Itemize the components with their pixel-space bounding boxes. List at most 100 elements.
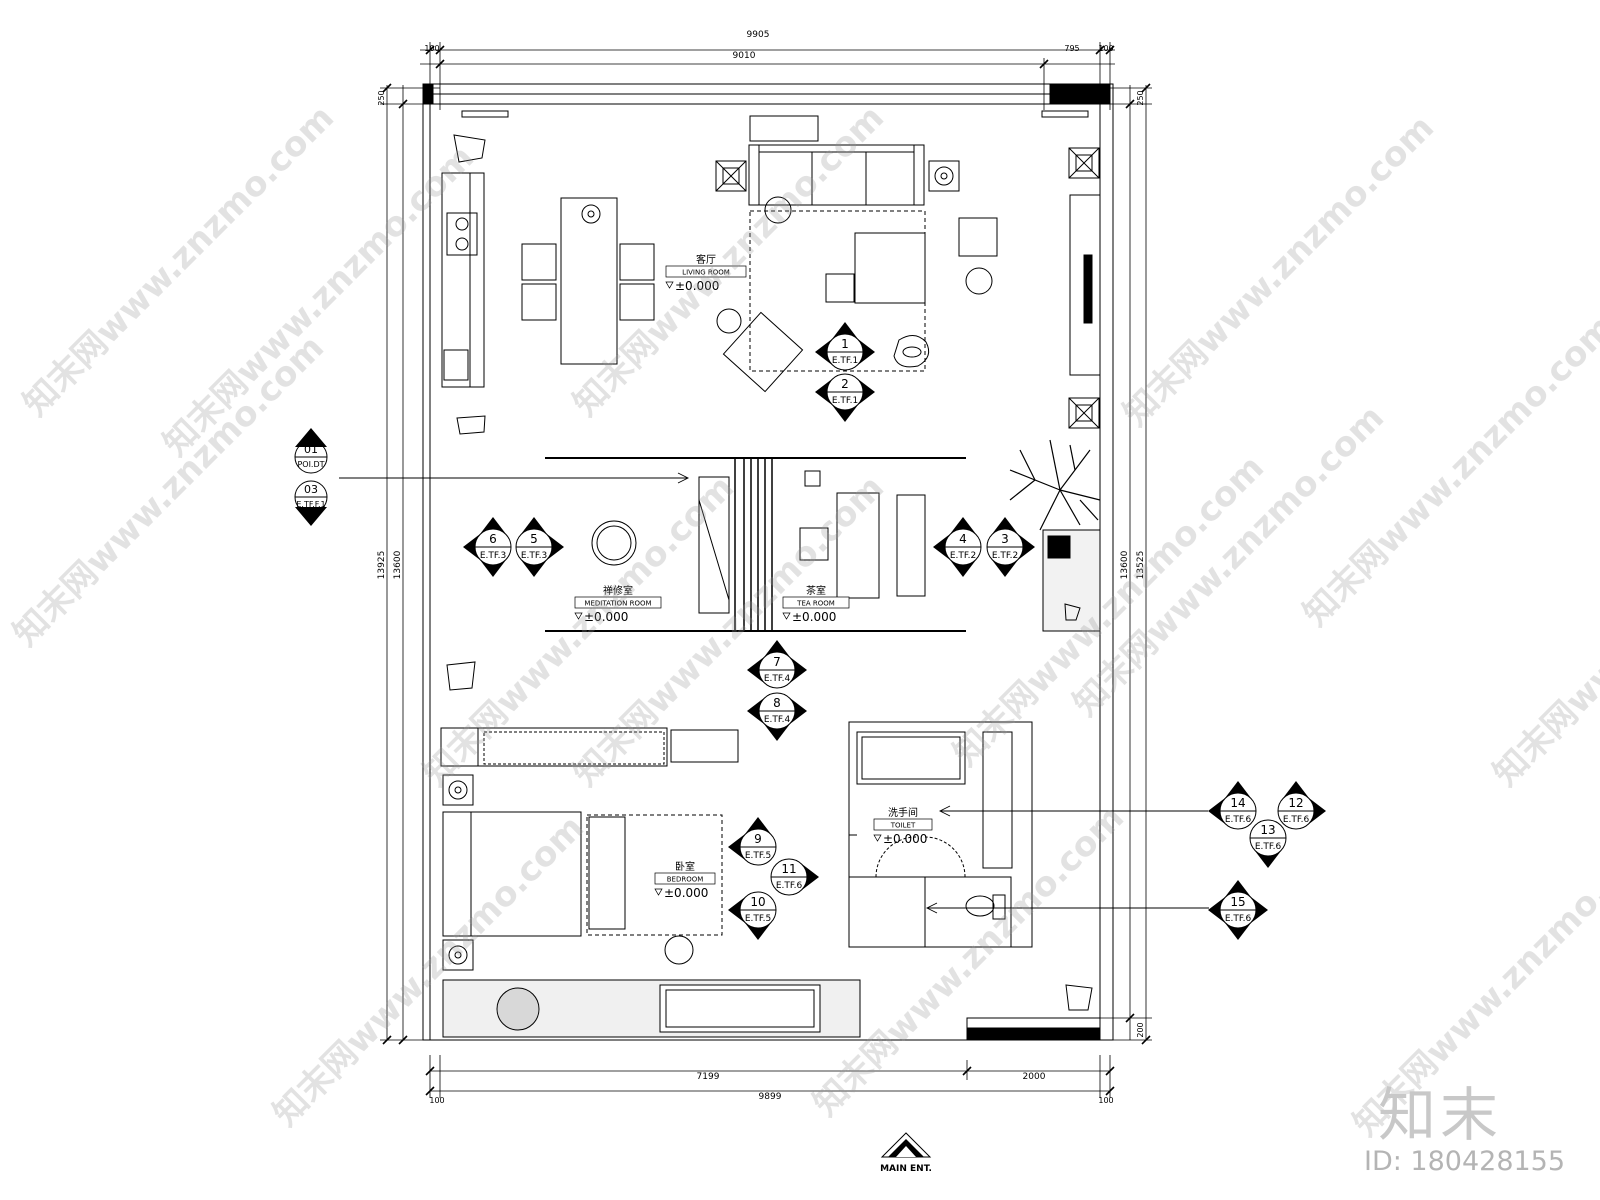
room-name-en: TOILET xyxy=(890,822,916,830)
room-level: ±0.000 xyxy=(664,886,708,900)
room-name-cn: 客厅 xyxy=(696,253,716,266)
dining-table xyxy=(521,197,655,365)
dim-right-bottom: 200 xyxy=(1136,1022,1145,1037)
tree-planter xyxy=(1009,439,1101,632)
dim-bottom-main: 7199 xyxy=(697,1072,720,1082)
elevation-number: 13 xyxy=(1260,823,1275,837)
bedroom-planter xyxy=(442,979,861,1038)
elevation-ref: E.TF.1 xyxy=(832,356,858,366)
elevation-number: 15 xyxy=(1230,895,1245,909)
elevation-ref: E.TF.5 xyxy=(745,914,771,924)
elevation-marker[interactable]: 11E.TF.6 xyxy=(770,858,819,896)
room-name-en: BEDROOM xyxy=(667,876,704,884)
leader-lines xyxy=(339,472,1209,914)
dim-top-right-margin: 100 xyxy=(1098,44,1113,53)
elevation-number: 12 xyxy=(1288,796,1303,810)
dim-bottom-right: 2000 xyxy=(1023,1072,1046,1082)
elevation-ref: E.TF.4 xyxy=(764,715,791,725)
elevation-ref: E.TF.5 xyxy=(745,851,771,861)
dim-top-main: 9010 xyxy=(733,51,756,61)
room-tag: 卧室 BEDROOM ±0.000 xyxy=(654,860,716,900)
elevation-number: 3 xyxy=(1001,532,1009,546)
elevation-number: 9 xyxy=(754,832,762,846)
elevation-ref: E.TF.2 xyxy=(992,551,1018,561)
tv-cabinet xyxy=(1069,194,1101,376)
room-name-en: MEDITATION ROOM xyxy=(584,600,651,608)
elevation-marker[interactable]: 12E.TF.6 xyxy=(1277,781,1326,830)
dimension-lines xyxy=(380,42,1152,1098)
dim-right-inner: 13600 xyxy=(1120,550,1130,579)
elevation-ref: E.TF.4 xyxy=(764,674,791,684)
elevation-number: 8 xyxy=(773,696,781,710)
elevation-number: 2 xyxy=(841,377,849,391)
room-level: ±0.000 xyxy=(675,279,719,293)
image-id-label: ID: 180428155 xyxy=(1364,1146,1566,1177)
dim-top-right-seg: 795 xyxy=(1064,44,1079,53)
elevation-ref: E.TF.6 xyxy=(776,881,803,891)
dim-left-top: 250 xyxy=(377,90,386,105)
section-num-03: 03 xyxy=(304,483,318,496)
floor-lamps xyxy=(715,147,1100,429)
elevation-marker[interactable]: 6E.TF.3 xyxy=(463,517,512,577)
elevation-marker[interactable]: 8E.TF.4 xyxy=(747,692,807,741)
section-mark[interactable]: 01 POI.DT 03 E.TF.F.1 xyxy=(294,428,328,526)
living-furniture xyxy=(716,217,998,393)
elevation-marker[interactable]: 7E.TF.4 xyxy=(747,640,807,689)
elevation-marker[interactable]: 14E.TF.6 xyxy=(1208,781,1257,830)
main-entrance-label: MAIN ENT. xyxy=(880,1164,932,1174)
wardrobe xyxy=(440,727,739,767)
room-name-en: TEA ROOM xyxy=(796,600,835,608)
screen-slats xyxy=(734,458,773,631)
dimension-ticks xyxy=(382,45,1151,1096)
dimension-labels: 9905 9010 100 795 100 7199 2000 9899 100… xyxy=(377,30,1146,1105)
dim-left-total: 13925 xyxy=(377,551,387,580)
elevation-marker[interactable]: 10E.TF.5 xyxy=(728,891,777,940)
dim-bottom-left-margin: 100 xyxy=(429,1096,444,1105)
main-entrance-icon: MAIN ENT. xyxy=(880,1132,932,1174)
walls xyxy=(422,83,1114,1041)
elevation-number: 7 xyxy=(773,655,781,669)
room-level: ±0.000 xyxy=(584,610,628,624)
elevation-ref: E.TF.6 xyxy=(1225,815,1252,825)
elevation-number: 1 xyxy=(841,337,849,351)
sofa xyxy=(748,115,925,224)
elevation-number: 11 xyxy=(781,862,796,876)
plant-pot-living-top-left xyxy=(453,134,486,435)
elevation-marker[interactable]: 3E.TF.2 xyxy=(986,517,1035,577)
tree-icon xyxy=(1009,439,1101,531)
section-ref-01: POI.DT xyxy=(297,460,324,469)
elevation-ref: E.TF.3 xyxy=(480,551,506,561)
elevation-marker[interactable]: 9E.TF.5 xyxy=(728,817,777,866)
dim-bottom-total: 9899 xyxy=(759,1092,782,1102)
dim-left-inner: 13600 xyxy=(393,550,403,579)
section-num-01: 01 xyxy=(304,443,318,456)
dim-top-total: 9905 xyxy=(747,30,770,40)
room-level: ±0.000 xyxy=(883,832,927,846)
elevation-marker[interactable]: 13E.TF.6 xyxy=(1249,819,1287,868)
elevation-number: 6 xyxy=(489,532,497,546)
dim-bottom-right-margin: 100 xyxy=(1098,1096,1113,1105)
elevation-number: 5 xyxy=(530,532,538,546)
section-ref-03: E.TF.F.1 xyxy=(296,500,325,509)
room-level: ±0.000 xyxy=(792,610,836,624)
elevation-marker[interactable]: 2E.TF.1 xyxy=(815,373,875,422)
elevation-number: 4 xyxy=(959,532,967,546)
elevation-ref: E.TF.6 xyxy=(1225,914,1252,924)
elevation-ref: E.TF.2 xyxy=(950,551,976,561)
elevation-ref: E.TF.6 xyxy=(1255,842,1282,852)
elevation-number: 14 xyxy=(1230,796,1245,810)
elevation-marker[interactable]: 5E.TF.3 xyxy=(515,517,564,577)
kitchen-counter xyxy=(441,172,485,388)
elevation-marker[interactable]: 1E.TF.1 xyxy=(815,322,875,371)
elevation-marker[interactable]: 15E.TF.6 xyxy=(1208,880,1268,940)
elevation-ref: E.TF.6 xyxy=(1283,815,1310,825)
room-name-cn: 卧室 xyxy=(675,860,695,873)
elevation-ref: E.TF.3 xyxy=(521,551,547,561)
elevation-number: 10 xyxy=(750,895,765,909)
elevation-marker[interactable]: 4E.TF.2 xyxy=(933,517,982,577)
